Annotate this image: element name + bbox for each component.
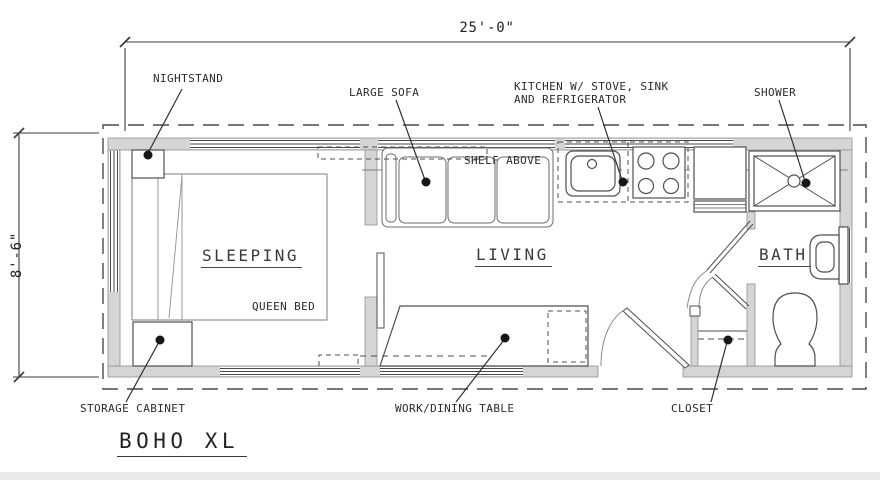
leader-large-sofa bbox=[395, 99, 431, 187]
pocket-door bbox=[376, 252, 385, 329]
leader-work-dining-table bbox=[455, 333, 510, 403]
bath-door bbox=[686, 220, 754, 309]
label-storage-cabinet: STORAGE CABINET bbox=[80, 402, 186, 415]
label-kitchen: KITCHEN W/ STOVE, SINK AND REFRIGERATOR bbox=[514, 80, 669, 106]
leader-kitchen bbox=[597, 106, 628, 187]
leader-shower bbox=[778, 99, 811, 188]
leader-nightstand bbox=[143, 88, 183, 160]
dimension-top bbox=[119, 36, 856, 131]
stove bbox=[632, 146, 686, 199]
kitchen-counter bbox=[557, 141, 689, 203]
label-kitchen-line1: KITCHEN W/ STOVE, SINK bbox=[514, 80, 669, 93]
label-large-sofa: LARGE SOFA bbox=[349, 86, 420, 99]
label-shelf-above: SHELF ABOVE bbox=[464, 154, 542, 167]
sofa bbox=[381, 147, 554, 228]
room-label-sleeping: SLEEPING bbox=[201, 246, 303, 268]
bottom-edge-strip bbox=[0, 472, 880, 480]
room-label-living: LIVING bbox=[475, 245, 552, 267]
bath-sink bbox=[809, 226, 849, 285]
label-kitchen-line2: AND REFRIGERATOR bbox=[514, 92, 627, 106]
shelf-above-outline bbox=[317, 146, 488, 160]
label-queen-bed: QUEEN BED bbox=[252, 300, 316, 313]
label-nightstand: NIGHTSTAND bbox=[153, 72, 224, 85]
dimension-left bbox=[13, 127, 99, 383]
storage-cabinet bbox=[132, 321, 193, 367]
leader-lines bbox=[125, 88, 811, 403]
toilet bbox=[772, 292, 818, 367]
work-dining-table bbox=[379, 305, 589, 367]
label-work-dining-table: WORK/DINING TABLE bbox=[395, 402, 515, 415]
closet-door bbox=[698, 273, 750, 310]
queen-bed bbox=[131, 173, 328, 321]
interior-walls bbox=[364, 149, 756, 367]
kitchen-sink bbox=[565, 150, 621, 197]
closet bbox=[689, 305, 747, 340]
leader-closet bbox=[710, 335, 733, 403]
roof-outline bbox=[102, 124, 867, 390]
room-label-bath: BATH bbox=[758, 245, 811, 267]
leader-storage-cabinet bbox=[125, 335, 165, 403]
bed-foot-dashed bbox=[318, 354, 490, 366]
dimension-width-label: 25'-0" bbox=[459, 20, 515, 36]
plan-title: BOHO XL bbox=[117, 429, 248, 457]
label-closet: CLOSET bbox=[671, 402, 714, 415]
label-shower: SHOWER bbox=[754, 86, 797, 99]
dimension-height-label: 8'-6" bbox=[9, 231, 25, 279]
entry-door bbox=[600, 307, 690, 369]
shower bbox=[748, 150, 841, 212]
refrigerator bbox=[693, 146, 747, 213]
